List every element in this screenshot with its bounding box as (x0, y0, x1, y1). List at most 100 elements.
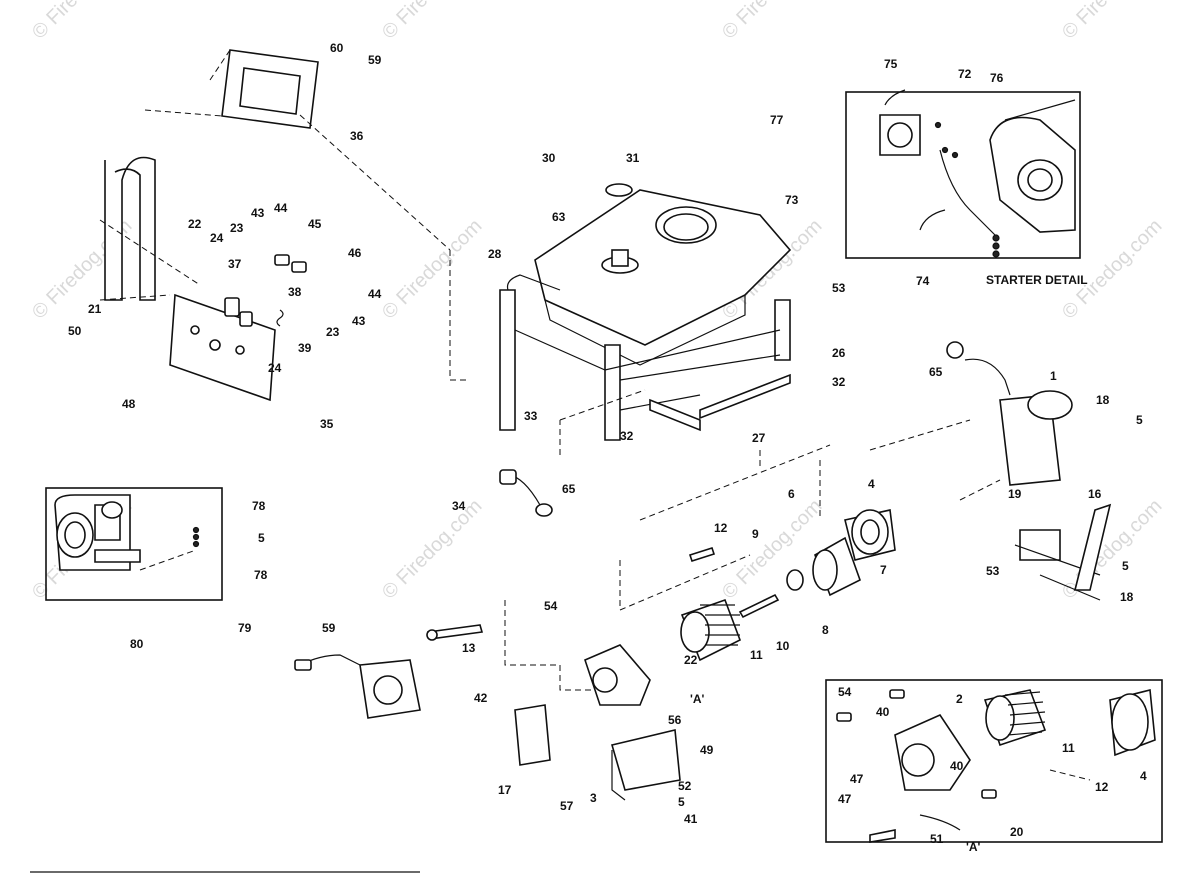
callout-4: 4 (868, 477, 875, 491)
callout-63: 63 (552, 210, 566, 224)
watermark: © Firedog.com (718, 0, 827, 44)
callout-11: 11 (750, 648, 763, 662)
callout-13: 13 (462, 641, 476, 655)
callout-47: 47 (850, 772, 864, 786)
watermark: © Firedog.com (28, 0, 137, 44)
callout-5: 5 (258, 531, 265, 545)
callout-5: 5 (1122, 559, 1129, 573)
callout-40: 40 (950, 759, 964, 773)
callout-9: 9 (752, 527, 759, 541)
callout-33: 33 (524, 409, 538, 423)
callout-53: 53 (986, 564, 1000, 578)
callout-53: 53 (832, 281, 846, 295)
callout-32: 32 (832, 375, 846, 389)
engine-mount-detail (45, 487, 223, 601)
callout-56: 56 (668, 713, 682, 727)
callout-65: 65 (929, 365, 943, 379)
callout-20: 20 (1010, 825, 1024, 839)
callout-4: 4 (1140, 769, 1147, 783)
callout-27: 27 (752, 431, 766, 445)
callout-19: 19 (1008, 487, 1022, 501)
callout-17: 17 (498, 783, 512, 797)
callout-52: 52 (678, 779, 692, 793)
callout-46: 46 (348, 246, 362, 260)
callout-23: 23 (326, 325, 340, 339)
callout-77: 77 (770, 113, 784, 127)
callout-72: 72 (958, 67, 972, 81)
starter-detail (845, 89, 1081, 259)
callout-59: 59 (368, 53, 382, 67)
callout-5: 5 (678, 795, 685, 809)
starter-detail-title: STARTER DETAIL (986, 273, 1088, 287)
callout-79: 79 (238, 621, 252, 635)
callout-80: 80 (130, 637, 144, 651)
callout-49: 49 (700, 743, 714, 757)
callout-47: 47 (838, 792, 852, 806)
callout-26: 26 (832, 346, 846, 360)
callout-43: 43 (251, 206, 265, 220)
reference-a-label: 'A' (966, 840, 981, 854)
callout-39: 39 (298, 341, 312, 355)
frame-and-fuel-tank (499, 183, 792, 517)
callout-65: 65 (562, 482, 576, 496)
callout-76: 76 (990, 71, 1004, 85)
callout-41: 41 (684, 812, 698, 826)
callout-78: 78 (254, 568, 268, 582)
control-panel-assembly (99, 49, 470, 402)
watermark: © Firedog.com (1058, 495, 1167, 604)
callout-45: 45 (308, 217, 322, 231)
watermark: © Firedog.com (1058, 0, 1167, 44)
callout-73: 73 (785, 193, 799, 207)
callout-21: 21 (88, 302, 102, 316)
callout-2: 2 (956, 692, 963, 706)
callout-44: 44 (274, 201, 288, 215)
callout-60: 60 (330, 41, 344, 55)
callout-75: 75 (884, 57, 898, 71)
callout-74: 74 (916, 274, 930, 288)
callout-43: 43 (352, 314, 366, 328)
callout-24: 24 (268, 361, 282, 375)
callout-22: 22 (188, 217, 202, 231)
watermark: © Firedog.com (378, 495, 487, 604)
callout-28: 28 (488, 247, 502, 261)
watermark: © Firedog.com (1058, 215, 1167, 324)
callout-30: 30 (542, 151, 556, 165)
callout-44: 44 (368, 287, 382, 301)
watermark: © Firedog.com (378, 215, 487, 324)
callout-57: 57 (560, 799, 574, 813)
callout-8: 8 (822, 623, 829, 637)
callout-42: 42 (474, 691, 488, 705)
reference-a-label: 'A' (690, 692, 705, 706)
callout-12: 12 (714, 521, 728, 535)
callout-18: 18 (1096, 393, 1110, 407)
callout-11: 11 (1062, 741, 1075, 755)
alternator-assembly (294, 444, 896, 801)
detail-a (825, 679, 1163, 843)
callout-31: 31 (626, 151, 640, 165)
watermark: © Firedog.com (718, 495, 827, 604)
callout-59: 59 (322, 621, 336, 635)
callout-40: 40 (876, 705, 890, 719)
callout-51: 51 (930, 832, 944, 846)
callout-3: 3 (590, 791, 597, 805)
callout-23: 23 (230, 221, 244, 235)
callout-22: 22 (684, 653, 698, 667)
callout-10: 10 (776, 639, 790, 653)
callout-32: 32 (620, 429, 634, 443)
callout-36: 36 (350, 129, 364, 143)
callout-78: 78 (252, 499, 266, 513)
callout-7: 7 (880, 563, 887, 577)
callout-5: 5 (1136, 413, 1143, 427)
callout-54: 54 (838, 685, 852, 699)
callout-18: 18 (1120, 590, 1134, 604)
callout-1: 1 (1050, 369, 1057, 383)
callout-38: 38 (288, 285, 302, 299)
callout-37: 37 (228, 257, 242, 271)
starter-motor-assembly (869, 341, 1112, 601)
callout-12: 12 (1095, 780, 1109, 794)
callout-35: 35 (320, 417, 334, 431)
callout-34: 34 (452, 499, 466, 513)
callout-48: 48 (122, 397, 136, 411)
